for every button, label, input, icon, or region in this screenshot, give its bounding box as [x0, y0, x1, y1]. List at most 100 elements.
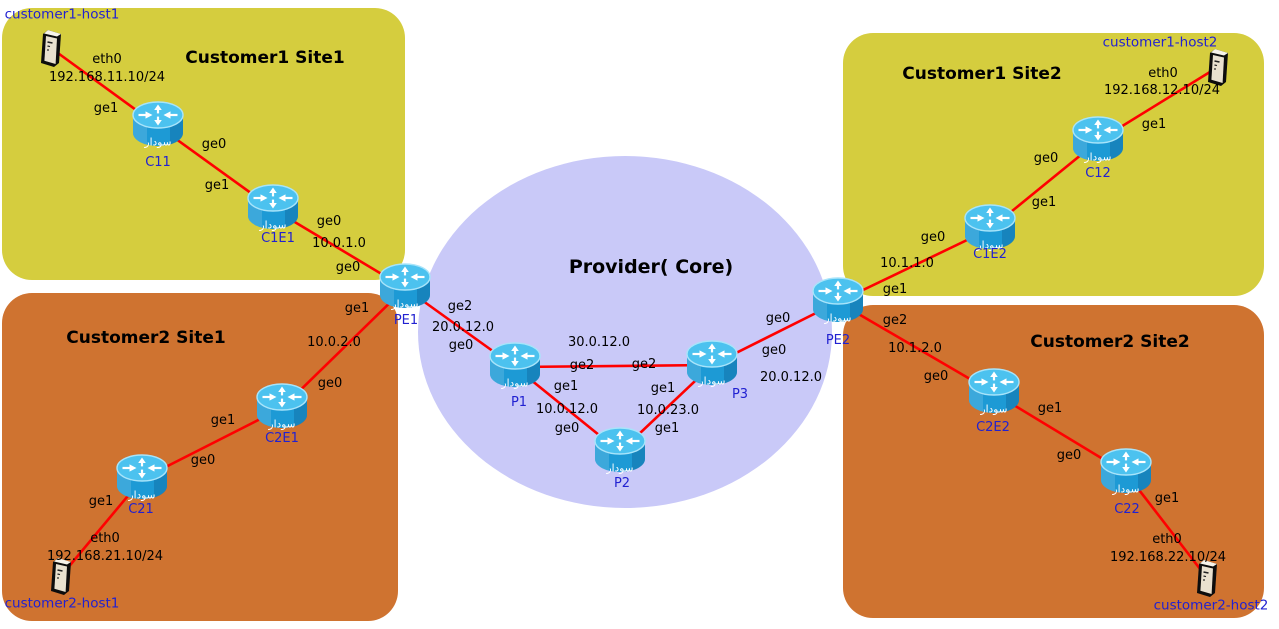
router-icon: سودار: [968, 368, 1020, 416]
interface-label: ge2: [631, 356, 657, 372]
router-C22[interactable]: سودار: [1099, 448, 1153, 502]
network-address-label: 192.168.22.10/24: [1109, 549, 1227, 565]
interface-label: ge1: [553, 378, 579, 394]
host-customer1-host1[interactable]: [38, 29, 65, 71]
host-customer1-host2[interactable]: [1205, 48, 1232, 90]
interface-label: ge0: [761, 342, 787, 358]
converge-arrows-icon: [1078, 119, 1118, 141]
interface-label: ge1: [210, 412, 236, 428]
router-brand-text: سودار: [824, 313, 852, 325]
router-PE2[interactable]: سودار: [811, 277, 865, 331]
host-label-customer2-host2: customer2-host2: [1153, 597, 1269, 614]
interface-label: ge1: [882, 281, 908, 297]
interface-label: ge0: [1033, 150, 1059, 166]
router-PE1[interactable]: سودار: [378, 263, 432, 317]
interface-label: ge0: [317, 375, 343, 391]
host-pc-icon: [1197, 560, 1217, 597]
router-icon: سودار: [116, 454, 168, 502]
interface-label: ge2: [447, 298, 473, 314]
router-label-P1: P1: [510, 394, 528, 410]
network-address-label: 10.0.1.0: [312, 235, 366, 251]
interface-label: eth0: [90, 530, 120, 546]
router-icon: سودار: [256, 383, 308, 431]
network-address-label: 20.0.12.0: [431, 319, 495, 335]
router-label-PE2: PE2: [825, 332, 851, 348]
converge-arrows-icon: [122, 457, 162, 479]
interface-label: ge1: [1154, 490, 1180, 506]
router-icon: سودار: [964, 204, 1016, 252]
router-brand-text: سودار: [144, 137, 172, 149]
interface-label: ge1: [1141, 116, 1167, 132]
interface-label: ge0: [448, 337, 474, 353]
router-C1E1[interactable]: سودار: [246, 184, 300, 238]
network-address-label: 10.1.2.0: [888, 340, 942, 356]
router-brand-text: سودار: [391, 299, 419, 311]
interface-label: ge0: [1056, 447, 1082, 463]
network-address-label: 192.168.11.10/24: [48, 69, 166, 85]
interface-label: ge0: [335, 259, 361, 275]
interface-label: ge0: [765, 310, 791, 326]
link-PE1--C2E1: [281, 287, 406, 409]
router-C2E2[interactable]: سودار: [967, 368, 1021, 422]
network-address-label: 10.0.2.0: [307, 334, 361, 350]
router-C1E2[interactable]: سودار: [963, 204, 1017, 258]
router-brand-text: سودار: [698, 376, 726, 388]
interface-label: eth0: [1148, 65, 1178, 81]
router-icon: سودار: [1100, 448, 1152, 496]
interface-label: ge1: [654, 420, 680, 436]
host-customer2-host1[interactable]: [48, 557, 75, 599]
router-P1[interactable]: سودار: [488, 342, 542, 396]
network-address-label: 10.0.12.0: [535, 401, 599, 417]
router-brand-text: سودار: [128, 490, 156, 502]
router-brand-text: سودار: [259, 220, 287, 232]
host-pc-icon: [1208, 49, 1228, 86]
interface-label: ge1: [1037, 400, 1063, 416]
router-brand-text: سودار: [268, 419, 296, 431]
router-icon: سودار: [132, 101, 184, 149]
customer1-site2-shape: [843, 33, 1264, 296]
interface-label: ge0: [316, 213, 342, 229]
router-brand-text: سودار: [1084, 152, 1112, 164]
host-customer2-host2[interactable]: [1194, 559, 1221, 601]
router-brand-text: سودار: [1112, 484, 1140, 496]
link-P1--P3: [514, 363, 713, 369]
router-label-C1E2: C1E2: [973, 246, 1007, 262]
interface-label: ge1: [1031, 194, 1057, 210]
host-pc-icon: [41, 30, 61, 67]
router-P3[interactable]: سودار: [685, 340, 739, 394]
router-icon: سودار: [686, 340, 738, 388]
interface-label: eth0: [92, 51, 122, 67]
router-label-C2E1: C2E1: [265, 430, 299, 446]
network-address-label: 192.168.12.10/24: [1103, 82, 1221, 98]
network-address-label: 30.0.12.0: [567, 334, 631, 350]
converge-arrows-icon: [970, 207, 1010, 229]
router-C12[interactable]: سودار: [1071, 116, 1125, 170]
router-P2[interactable]: سودار: [593, 427, 647, 481]
router-icon: سودار: [489, 342, 541, 390]
interface-label: ge0: [201, 136, 227, 152]
router-label-C1E1: C1E1: [261, 230, 295, 246]
interface-label: ge1: [93, 100, 119, 116]
router-label-PE1: PE1: [393, 312, 419, 328]
converge-arrows-icon: [385, 266, 425, 288]
customer2-site1-title: Customer2 Site1: [66, 328, 226, 348]
router-brand-text: سودار: [501, 378, 529, 390]
interface-label: ge0: [190, 452, 216, 468]
router-icon: سودار: [594, 427, 646, 475]
interface-label: eth0: [1152, 531, 1182, 547]
router-C21[interactable]: سودار: [115, 454, 169, 508]
host-label-customer1-host1: customer1-host1: [4, 6, 120, 23]
router-label-C11: C11: [145, 154, 171, 170]
link-PE2--C2E2: [837, 300, 995, 395]
converge-arrows-icon: [1106, 451, 1146, 473]
router-C2E1[interactable]: سودار: [255, 383, 309, 437]
router-label-C22: C22: [1114, 501, 1140, 517]
interface-label: ge0: [554, 420, 580, 436]
router-C11[interactable]: سودار: [131, 101, 185, 155]
converge-arrows-icon: [974, 371, 1014, 393]
converge-arrows-icon: [600, 430, 640, 452]
converge-arrows-icon: [262, 386, 302, 408]
interface-label: ge1: [88, 493, 114, 509]
